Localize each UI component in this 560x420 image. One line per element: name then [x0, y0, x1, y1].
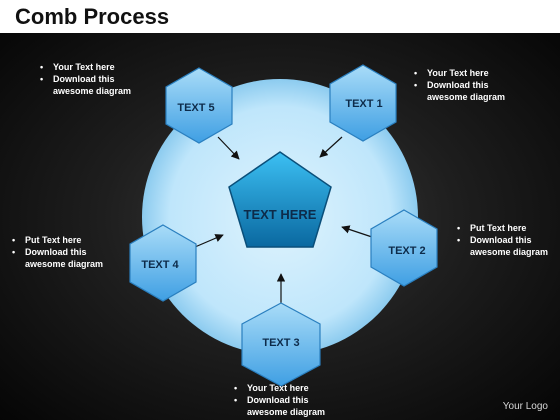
note-item: Download this awesome diagram [38, 73, 143, 97]
node-label: TEXT 5 [177, 102, 214, 114]
center-label: TEXT HERE [244, 207, 317, 222]
note-top-right: Your Text here Download this awesome dia… [412, 67, 517, 103]
logo-placeholder: Your Logo [502, 401, 548, 412]
note-right: Put Text here Download this awesome diag… [455, 222, 560, 258]
node-label: TEXT 3 [262, 337, 299, 349]
arrow-1-to-center [319, 136, 343, 158]
note-bottom: Your Text here Download this awesome dia… [232, 382, 337, 418]
note-item: Put Text here [455, 222, 560, 234]
note-item: Download this awesome diagram [10, 246, 115, 270]
note-top-left: Your Text here Download this awesome dia… [38, 61, 143, 97]
arrow-4-to-center [194, 234, 224, 248]
node-text-3: TEXT 3 [241, 302, 321, 387]
note-item: Your Text here [38, 61, 143, 73]
note-item: Download this awesome diagram [412, 79, 517, 103]
arrow-5-to-center [217, 136, 240, 160]
note-item: Download this awesome diagram [455, 234, 560, 258]
slide-title: Comb Process [15, 4, 170, 29]
node-label: TEXT 4 [141, 259, 179, 271]
note-item: Your Text here [412, 67, 517, 79]
node-label: TEXT 2 [388, 245, 425, 257]
note-item: Your Text here [232, 382, 337, 394]
node-text-1: TEXT 1 [329, 64, 397, 142]
node-text-2: TEXT 2 [370, 209, 438, 287]
title-bar: Comb Process [0, 0, 560, 33]
note-item: Download this awesome diagram [232, 394, 337, 418]
center-pentagon: TEXT HERE [228, 151, 332, 248]
arrow-2-to-center [341, 225, 373, 238]
node-label: TEXT 1 [345, 98, 382, 110]
note-item: Put Text here [10, 234, 115, 246]
node-text-4: TEXT 4 [129, 224, 197, 302]
node-text-5: TEXT 5 [165, 67, 233, 144]
note-left: Put Text here Download this awesome diag… [10, 234, 115, 270]
